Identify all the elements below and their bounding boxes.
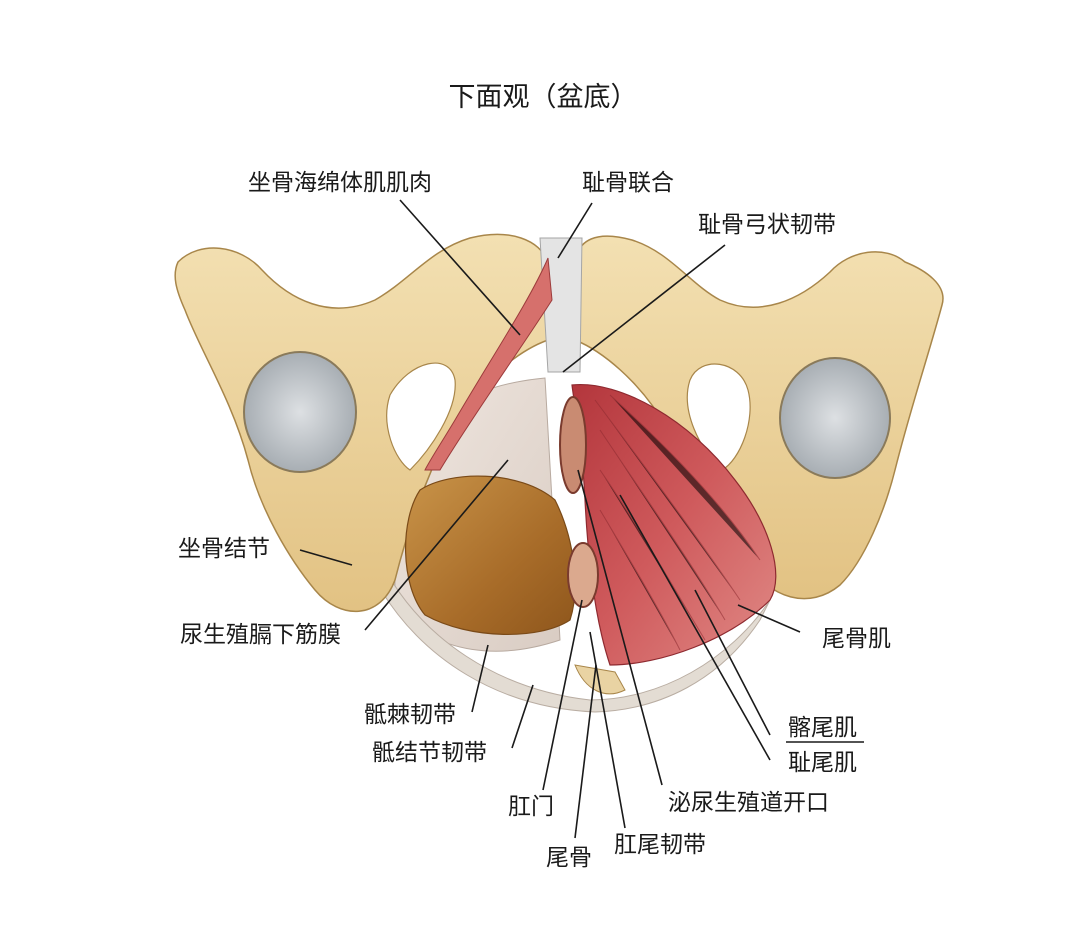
- leader-inferior-fascia: [364, 459, 509, 631]
- leader-sacrotuberous: [511, 684, 534, 749]
- ligament-band: [374, 558, 771, 713]
- label-urogenital-opening: 泌尿生殖道开口: [668, 790, 829, 816]
- leader-anococcygeal: [589, 631, 626, 829]
- levator-ani-shape: [571, 383, 777, 666]
- label-ischial-tuberosity: 坐骨结节: [178, 536, 270, 562]
- pelvis-illustration: [174, 233, 944, 713]
- leader-pubococcygeus: [619, 494, 771, 761]
- label-anus: 肛门: [508, 794, 554, 820]
- label-pubococcygeus: 耻尾肌: [788, 750, 857, 776]
- leader-lines: [299, 199, 801, 839]
- label-anococcygeal: 肛尾韧带: [614, 832, 706, 858]
- label-coccygeus: 尾骨肌: [822, 626, 891, 652]
- label-coccyx: 尾骨: [546, 845, 592, 871]
- leader-arcuate-pubic-ligament: [562, 244, 726, 373]
- anus-shape: [567, 542, 599, 608]
- title: 下面观（盆底）: [449, 82, 638, 113]
- label-sacrotuberous: 骶结节韧带: [372, 740, 487, 766]
- right-acetabulum: [779, 357, 891, 479]
- ischioanal-fat: [405, 475, 576, 636]
- leader-pubic-symphysis: [557, 202, 593, 259]
- left-obturator-foramen: [386, 362, 456, 471]
- urogenital-opening-shape: [559, 396, 587, 494]
- leader-sacrospinous: [471, 644, 489, 713]
- leader-urogenital-opening: [577, 469, 663, 786]
- label-inferior-fascia: 尿生殖膈下筋膜: [180, 622, 341, 648]
- label-pubic-symphysis: 耻骨联合: [582, 170, 674, 196]
- left-acetabulum: [243, 351, 357, 473]
- label-ischiocavernosus: 坐骨海绵体肌肌肉: [248, 170, 432, 196]
- leader-coccygeus: [737, 604, 801, 633]
- leader-ischiocavernosus: [399, 199, 521, 336]
- label-arcuate-pubic-ligament: 耻骨弓状韧带: [698, 212, 836, 238]
- leader-coccyx: [574, 664, 597, 839]
- label-sacrospinous: 骶棘韧带: [364, 702, 456, 728]
- leader-ischial-tuberosity: [299, 549, 353, 566]
- coccyx-shape: [574, 664, 626, 695]
- leader-iliococcygeus: [694, 589, 771, 736]
- label-iliococcygeus: 髂尾肌: [788, 715, 857, 741]
- pubic-symphysis-shape: [539, 237, 583, 373]
- leader-anus: [542, 599, 583, 791]
- labels: 坐骨海绵体肌肌肉 耻骨联合 耻骨弓状韧带 坐骨结节 尿生殖膈下筋膜 骶棘韧带 骶…: [178, 170, 891, 871]
